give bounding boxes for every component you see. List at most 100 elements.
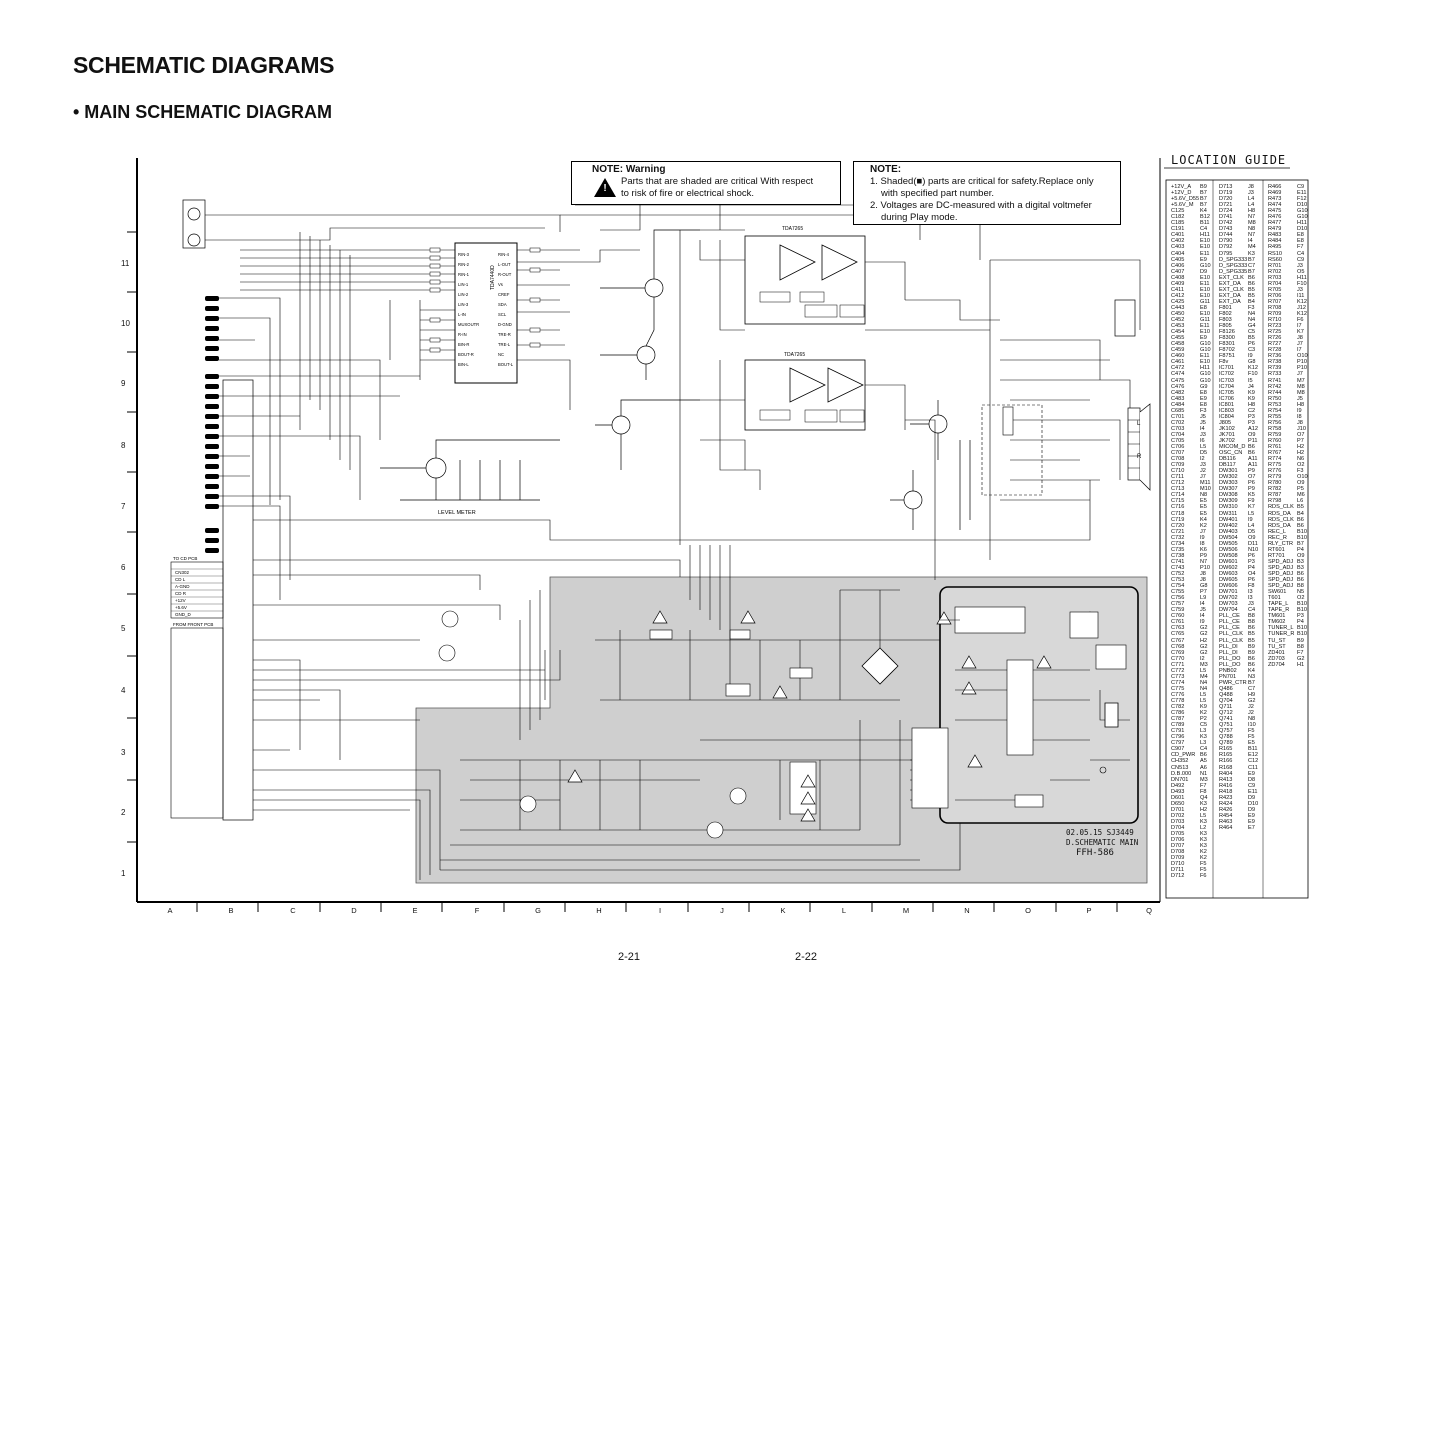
svg-text:RIN-3: RIN-3: [458, 252, 470, 257]
svg-text:+5.6V: +5.6V: [175, 605, 187, 610]
general-note-line1: 1. Shaded(■) parts are critical for safe…: [870, 176, 1094, 187]
grid-column-label: E: [412, 906, 418, 915]
grid-row-label: 11: [121, 259, 130, 268]
svg-text:L-OUT: L-OUT: [498, 262, 511, 267]
svg-text:RIN-2: RIN-2: [458, 262, 470, 267]
grid-column-label: N: [964, 906, 970, 915]
svg-text:NC: NC: [498, 352, 504, 357]
grid-column-label: L: [841, 906, 847, 915]
ic-amp-bottom-label: TDA7265: [784, 352, 805, 358]
location-guide-entry: +5.6V_D55B7: [1171, 196, 1207, 203]
svg-text:TRE-L: TRE-L: [498, 342, 511, 347]
general-note-line4: during Play mode.: [881, 212, 958, 223]
grid-row-label: 1: [121, 869, 126, 878]
speaker-l-label: L: [1137, 421, 1141, 427]
svg-text:BIN-L: BIN-L: [458, 362, 469, 367]
svg-text:R-IN: R-IN: [458, 332, 467, 337]
grid-column-label: G: [535, 906, 541, 915]
svg-text:TRE-R: TRE-R: [498, 332, 511, 337]
svg-text:LIN-1: LIN-1: [458, 282, 469, 287]
